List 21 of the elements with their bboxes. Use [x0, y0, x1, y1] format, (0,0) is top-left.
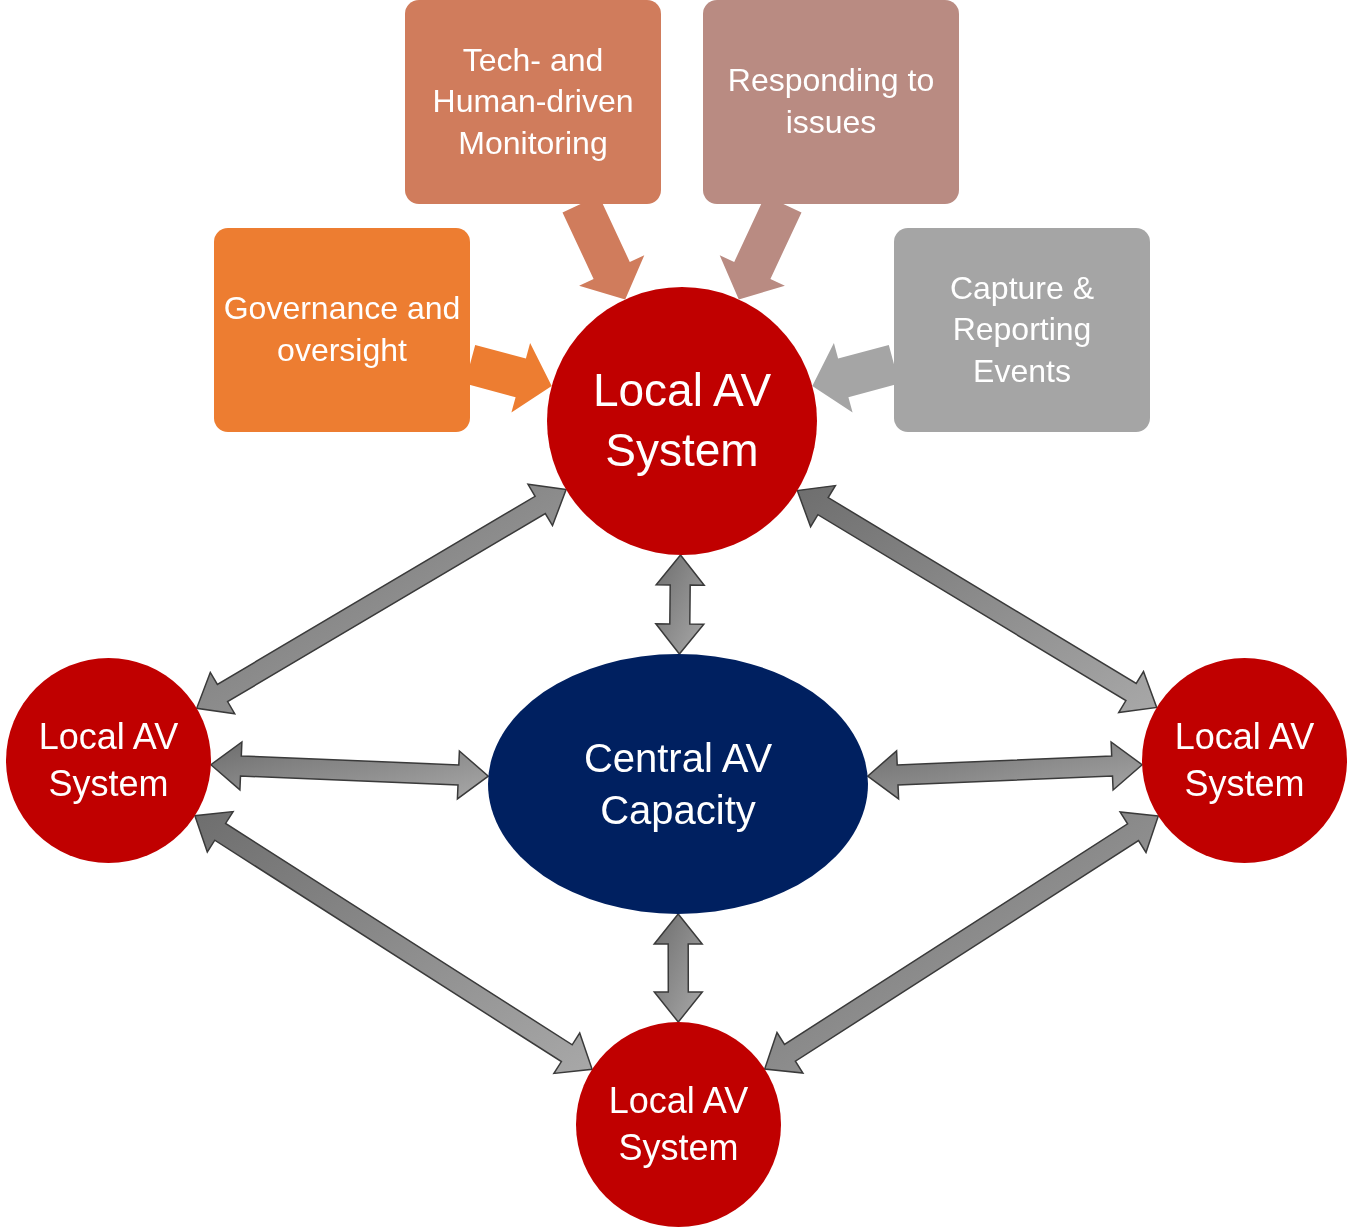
node-label: Local AV System	[608, 1078, 749, 1170]
block-arrow	[209, 740, 490, 801]
process-box	[405, 0, 661, 204]
node-label: Local AV System	[592, 363, 772, 478]
block-arrow	[652, 912, 704, 1024]
node-label: Governance and oversight	[222, 289, 462, 370]
node-label: Capture & Reporting Events	[948, 268, 1096, 391]
node-label: Local AV System	[1174, 714, 1315, 806]
process-box	[894, 228, 1150, 432]
block-arrow	[796, 484, 1158, 714]
node-label: Tech- and Human-driven Monitoring	[431, 40, 635, 163]
block-arrow	[193, 810, 594, 1075]
block-arrow	[195, 483, 568, 715]
node-label: Responding to issues	[726, 61, 936, 142]
process-box	[214, 228, 470, 432]
process-box	[703, 0, 959, 204]
block-arrow	[654, 553, 706, 656]
block-arrow	[763, 811, 1160, 1074]
node-label: Central AV Capacity	[582, 735, 774, 834]
block-arrow	[866, 740, 1144, 801]
node-label: Local AV System	[38, 714, 179, 806]
